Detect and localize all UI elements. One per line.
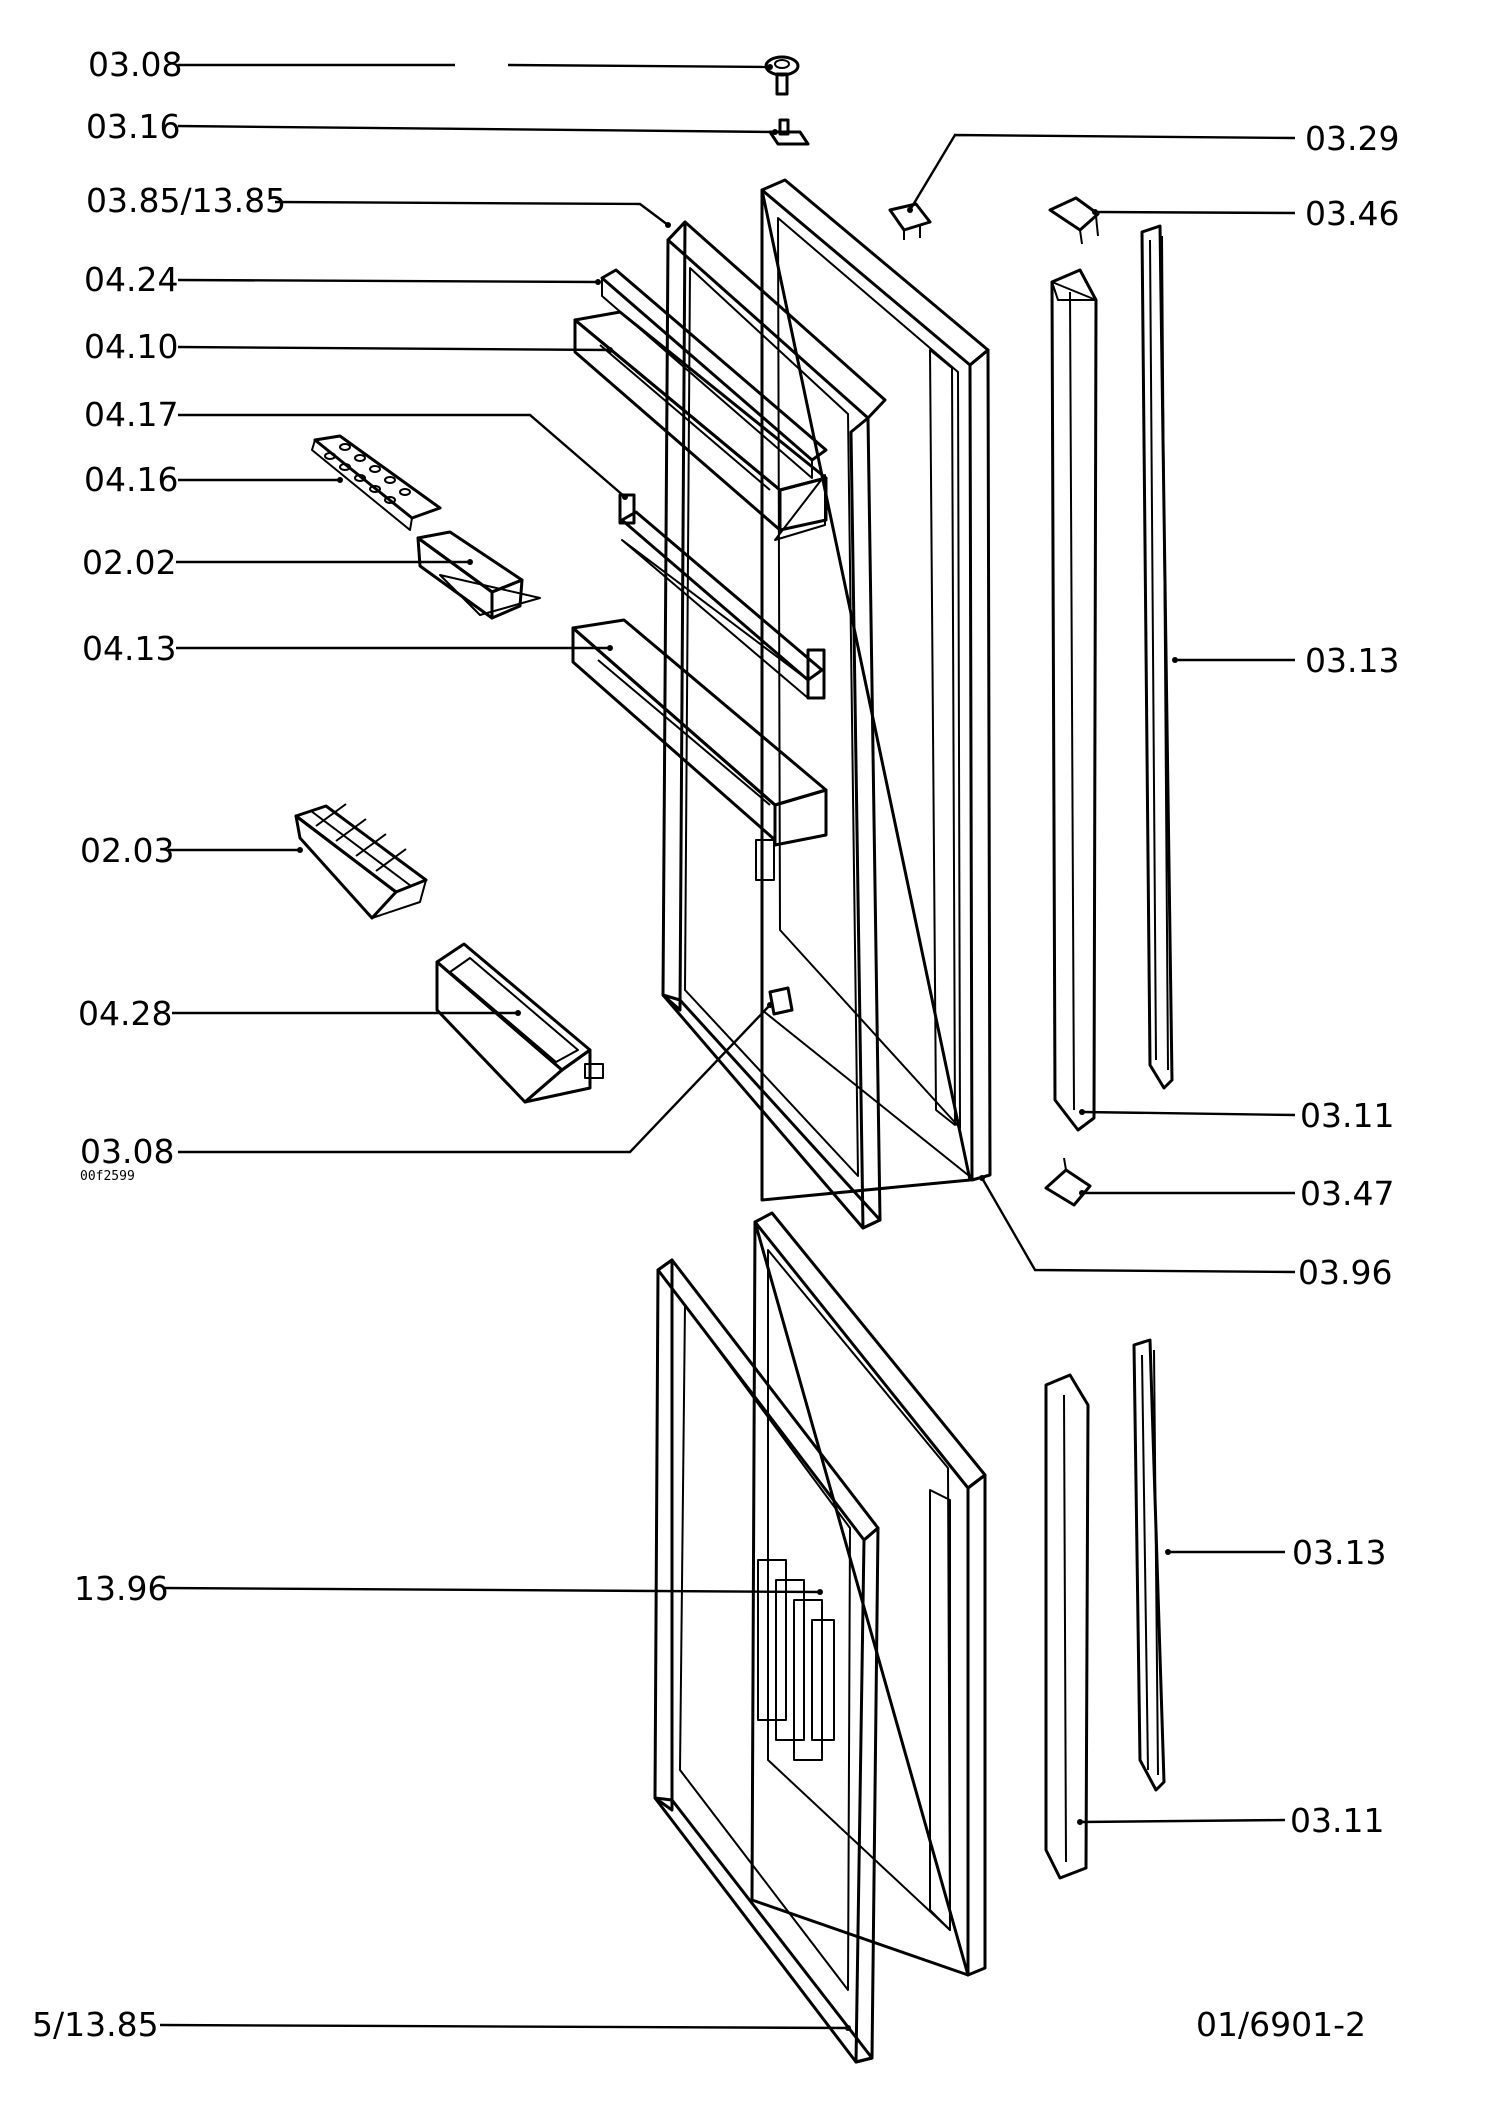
label-02-03: 02.03	[80, 831, 174, 870]
label-04-17: 04.17	[84, 395, 178, 434]
label-5-13-85: 5/13.85	[32, 2005, 159, 2044]
label-04-16: 04.16	[84, 460, 178, 499]
label-03-47: 03.47	[1300, 1174, 1394, 1213]
top-bracket	[888, 202, 932, 240]
upper-rail	[600, 268, 828, 479]
butter-dish	[416, 530, 541, 620]
label-03-11-bottom: 03.11	[1290, 1801, 1384, 1840]
lower-outer-door-panel	[750, 1211, 987, 1977]
label-03-29: 03.29	[1305, 119, 1399, 158]
label-03-13-top: 03.13	[1305, 641, 1399, 680]
part-labels: 03.08 03.16 03.85/13.85 04.24 04.10 04.1…	[32, 45, 1399, 2044]
upper-side-trim-profile	[1050, 268, 1098, 1132]
label-drawing-code: 00f2599	[80, 1169, 135, 1184]
corner-cap-bottom	[1044, 1157, 1092, 1207]
bottle-rod-shelf	[618, 493, 826, 700]
lower-door-inner-component	[757, 1559, 835, 1761]
lower-inner-door-frame	[653, 1258, 880, 2064]
lower-door-shelf	[571, 618, 828, 881]
label-03-08-bottom: 03.08	[80, 1132, 174, 1171]
label-03-96: 03.96	[1298, 1253, 1392, 1292]
label-04-13: 04.13	[82, 629, 176, 668]
lower-side-trim-profile	[1044, 1373, 1090, 1880]
lower-hinge-bushing	[768, 986, 794, 1016]
upper-outer-door-panel	[760, 178, 992, 1202]
upper-door-seal-strip	[1140, 224, 1174, 1090]
crisper-box	[435, 942, 604, 1104]
hinge-plate	[768, 118, 810, 146]
upper-door-shelf	[573, 310, 828, 541]
egg-tray-holes	[324, 443, 411, 504]
label-03-85-13-85: 03.85/13.85	[86, 181, 286, 220]
leader-lines	[159, 63, 1296, 2030]
label-02-02: 02.02	[82, 543, 176, 582]
label-04-10: 04.10	[84, 327, 178, 366]
upper-hinge-bushing	[764, 55, 800, 96]
leader-endpoints	[297, 64, 1178, 2031]
lower-door-seal-strip	[1132, 1338, 1166, 1792]
label-03-08-top: 03.08	[88, 45, 182, 84]
label-13-96: 13.96	[74, 1569, 168, 1608]
label-04-28: 04.28	[78, 994, 172, 1033]
label-04-24: 04.24	[84, 260, 178, 299]
corner-cap-top	[1048, 196, 1100, 245]
ice-cube-tray	[294, 803, 428, 920]
label-03-11-top: 03.11	[1300, 1096, 1394, 1135]
label-03-13-bottom: 03.13	[1292, 1533, 1386, 1572]
label-03-16: 03.16	[86, 107, 180, 146]
drawing-number: 01/6901-2	[1196, 2005, 1366, 2044]
egg-tray	[311, 434, 442, 531]
label-03-46: 03.46	[1305, 194, 1399, 233]
